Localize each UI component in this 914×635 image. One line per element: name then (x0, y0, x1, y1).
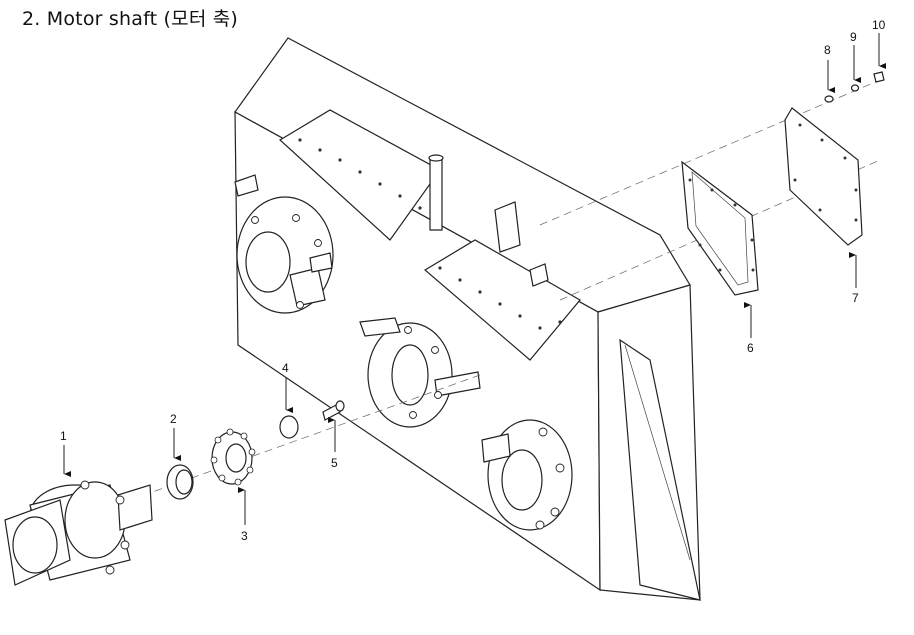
callout-5: 5 (331, 456, 338, 470)
callout-3: 3 (241, 529, 248, 543)
cover-plate-part (784, 107, 863, 246)
callout-4: 4 (282, 361, 289, 375)
sprocket-part (210, 428, 256, 486)
callout-2: 2 (170, 412, 177, 426)
callout-10: 10 (872, 18, 886, 32)
main-housing (234, 37, 701, 601)
callout-6: 6 (747, 341, 754, 355)
motor-part (4, 480, 153, 586)
callout-1: 1 (60, 429, 67, 443)
washer-part (279, 415, 299, 439)
nut-part (873, 71, 885, 83)
ring-part (166, 464, 194, 500)
small-washer-part (824, 95, 834, 103)
spring-washer-part (850, 84, 860, 92)
callout-9: 9 (850, 30, 857, 44)
diagram-title: 2. Motor shaft (모터 축) (22, 8, 239, 30)
callout-leaders (63, 33, 886, 525)
callout-8: 8 (824, 43, 831, 57)
bolt-part (322, 400, 345, 421)
callout-7: 7 (852, 291, 859, 305)
gasket-part (681, 160, 759, 296)
